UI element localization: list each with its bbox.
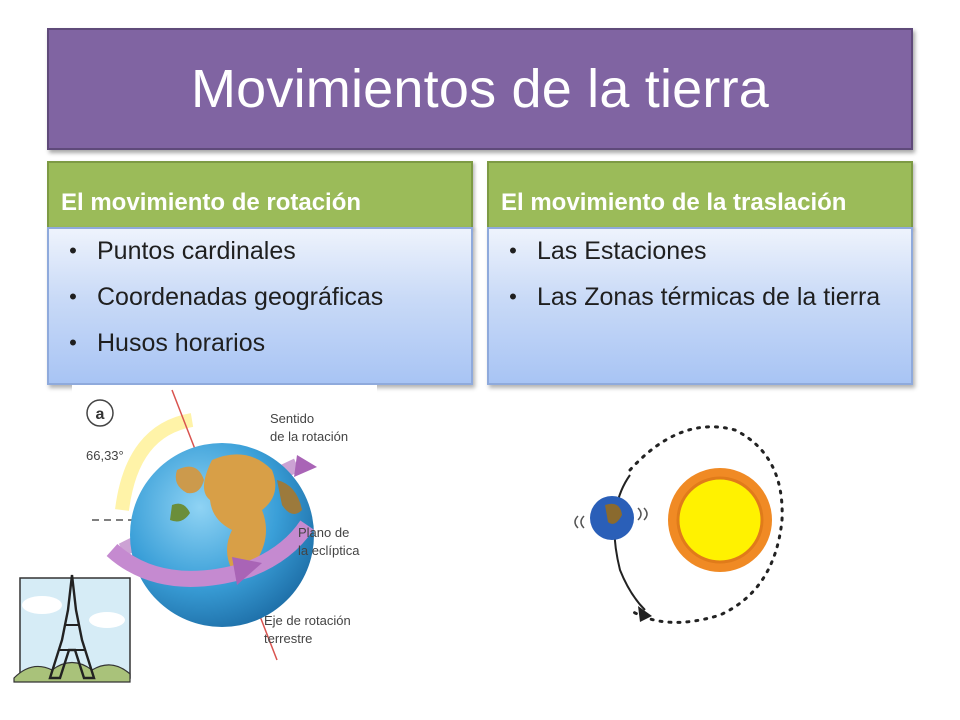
earth-small-land xyxy=(605,503,622,524)
slide-title: Movimientos de la tierra xyxy=(190,59,770,119)
cloud-shape xyxy=(22,596,62,614)
orbit-figure xyxy=(560,410,790,635)
eiffel-svg xyxy=(13,574,131,683)
bullet-icon: • xyxy=(69,238,77,263)
angle-label: 66,33° xyxy=(86,448,124,463)
bullet-icon: • xyxy=(69,330,77,355)
figure-tag-circle xyxy=(86,399,114,427)
figure-tag: a xyxy=(96,406,105,423)
asia-shape xyxy=(277,480,302,514)
sun-core xyxy=(676,476,764,564)
rotation-body: •Puntos cardinales •Coordenadas geográfi… xyxy=(47,227,473,385)
rotation-header: El movimiento de rotación xyxy=(47,161,473,229)
list-item: •Husos horarios xyxy=(63,327,457,359)
axis-label-2: terrestre xyxy=(264,631,312,646)
axis-label-1: Eje de rotación xyxy=(264,613,351,628)
bullet-icon: • xyxy=(509,238,517,263)
orbit-arrowhead xyxy=(638,606,652,622)
island-shape xyxy=(170,503,190,522)
list-item: •Coordenadas geográficas xyxy=(63,281,457,313)
rotation-list: •Puntos cardinales •Coordenadas geográfi… xyxy=(63,235,457,359)
plane-label-1: Plano de xyxy=(298,525,349,540)
translation-header: El movimiento de la traslación xyxy=(487,161,913,229)
motion-lines-icon xyxy=(637,507,648,521)
plane-label-2: la eclíptica xyxy=(298,543,360,558)
cloud-shape xyxy=(89,612,125,628)
motion-lines-icon xyxy=(574,515,585,529)
bullet-icon: • xyxy=(509,284,517,309)
rotation-arrowhead-back xyxy=(294,455,317,477)
list-item: •Puntos cardinales xyxy=(63,235,457,267)
africa-shape xyxy=(203,454,276,576)
orbit-dotted-path xyxy=(628,425,784,624)
sun-icon xyxy=(668,468,772,572)
europe-shape xyxy=(175,466,204,494)
direction-label-1: Sentido xyxy=(270,411,314,426)
slide-title-bar: Movimientos de la tierra xyxy=(47,28,913,150)
earth-rotation-svg: a 66,33° Sentido de la rotación Plano de… xyxy=(86,389,360,661)
bullet-icon: • xyxy=(69,284,77,309)
eiffel-tower-clipart xyxy=(12,570,132,690)
orbit-svg xyxy=(574,425,784,624)
list-item: •Las Zonas térmicas de la tierra xyxy=(503,281,897,313)
rotation-band-front xyxy=(106,520,314,587)
rotation-arrowhead xyxy=(232,557,262,585)
angle-arc xyxy=(115,413,194,511)
direction-label-2: de la rotación xyxy=(270,429,348,444)
translation-body: •Las Estaciones •Las Zonas térmicas de l… xyxy=(487,227,913,385)
list-item: •Las Estaciones xyxy=(503,235,897,267)
orbit-arrow-path xyxy=(613,474,646,611)
translation-list: •Las Estaciones •Las Zonas térmicas de l… xyxy=(503,235,897,313)
